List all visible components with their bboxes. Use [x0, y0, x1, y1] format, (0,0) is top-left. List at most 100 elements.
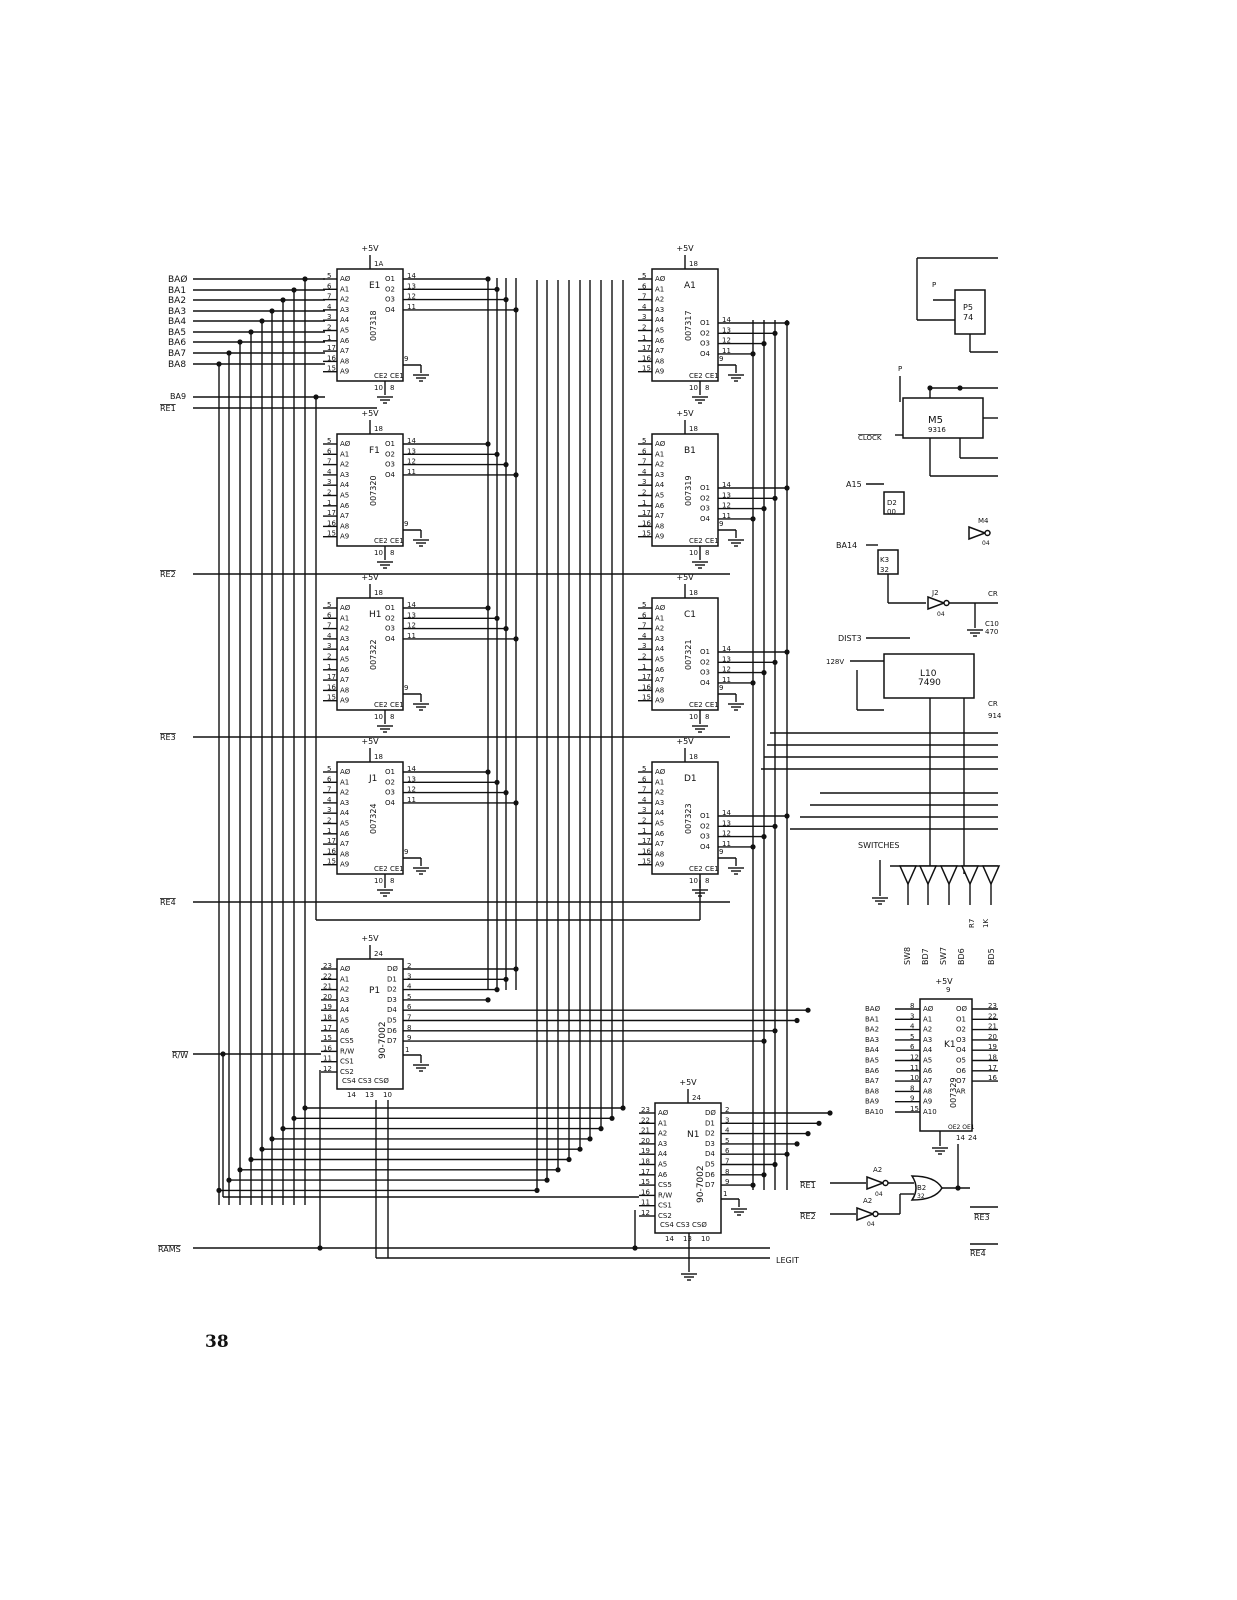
rom-pin-number: 6	[327, 447, 332, 455]
ram-pin-name: D4	[387, 1006, 397, 1014]
data-bus-junction	[494, 451, 500, 457]
k1-pin-name: O5	[956, 1057, 966, 1065]
signal-cr: CR	[988, 590, 998, 598]
rom-pin-name: A4	[340, 809, 350, 817]
k1-pin-number: 18	[988, 1054, 997, 1062]
rom-pin-number: 4	[642, 303, 647, 311]
inverter-m4-bubble	[984, 529, 991, 537]
rom-pin-name: A7	[655, 840, 664, 848]
rom-pin-number: 13	[407, 282, 416, 290]
data-bus-junction	[750, 1182, 756, 1188]
ram-pin-number: 16	[323, 1044, 332, 1052]
gate-ref-a2: A2	[873, 1166, 882, 1174]
rom-chip-enable: CE2 CE1	[689, 372, 719, 380]
rom-pin-number: 2	[642, 817, 646, 825]
rom-chip-c1	[651, 597, 719, 711]
rom-pin-number: 7	[327, 786, 331, 794]
rom-pin-name: O1	[700, 812, 710, 820]
rom-ce-pin: 10	[689, 549, 698, 557]
ram-pin-name: D5	[387, 1017, 397, 1025]
rom-pin-number: 5	[642, 272, 646, 280]
rom-pin-number: 7	[327, 293, 331, 301]
rom-pin-number: 11	[407, 468, 416, 476]
rom-pin-number: 4	[642, 632, 647, 640]
ram-pin-name: D6	[705, 1171, 715, 1179]
rom-pin-name: O4	[385, 306, 396, 314]
k1-input-label: BA8	[865, 1087, 879, 1095]
rom-pin-name: O2	[700, 494, 710, 502]
k1-pin-name: A6	[923, 1067, 933, 1075]
rom-pin-name: A5	[340, 820, 349, 828]
rom-vcc-pin: 18	[374, 425, 383, 433]
ram-chip-select: CS4 CS3 CSØ	[342, 1077, 389, 1085]
rom-pin-name: A8	[655, 357, 664, 365]
rom-pin-name: A1	[340, 285, 349, 293]
inverter-m4	[968, 525, 988, 541]
chip-part-m5: 9316	[928, 426, 946, 434]
rom-chip-part: 007323	[684, 803, 693, 834]
rom-gnd-pin: 9	[719, 355, 723, 363]
k1-pin-number: 23	[988, 1002, 997, 1010]
rom-chip-part: 007318	[369, 310, 378, 341]
cap-ref-c10: C10	[985, 620, 999, 628]
rom-pin-name: A4	[655, 481, 665, 489]
rom-pin-number: 15	[327, 530, 336, 538]
rom-chip-d1	[651, 761, 719, 875]
k1-oe-pin: 24	[968, 1134, 977, 1142]
ram-pin-name: D1	[705, 1119, 715, 1127]
rom-pin-number: 6	[642, 282, 647, 290]
rom-pin-name: A3	[655, 471, 664, 479]
data-bus-junction	[503, 976, 509, 982]
k1-vcc-label: +5V	[935, 977, 953, 986]
rom-chip-enable: CE2 CE1	[689, 865, 719, 873]
rom-gnd-pin: 9	[719, 848, 723, 856]
prom-chip-k1	[919, 998, 973, 1132]
address-label-ba1: BA1	[168, 286, 186, 296]
rom-pin-number: 5	[642, 601, 646, 609]
k1-pin-number: 10	[910, 1074, 919, 1082]
signal-rw: R/W	[172, 1051, 188, 1060]
rom-pin-number: 15	[642, 365, 651, 373]
rom-pin-name: O2	[385, 614, 395, 622]
rom-ce-pin: 10	[374, 384, 383, 392]
k1-input-label: BA3	[865, 1036, 879, 1044]
ram-chip-n1	[654, 1102, 722, 1234]
rams-junction	[632, 1245, 638, 1251]
rom-chip-ref: D1	[684, 774, 697, 784]
rom-vcc-label: +5V	[361, 737, 379, 746]
address-label-ba5: BA5	[168, 328, 186, 338]
rom-pin-name: A8	[340, 357, 349, 365]
rom-pin-number: 11	[722, 347, 731, 355]
data-bus-junction	[761, 834, 767, 840]
k1-pin-number: 11	[910, 1064, 919, 1072]
ram-pin-number: 18	[641, 1158, 650, 1166]
rom-pin-number: 13	[407, 775, 416, 783]
rom-pin-name: O1	[700, 484, 710, 492]
address-bus-junction	[259, 318, 265, 324]
ram-pin-number: 4	[407, 983, 412, 991]
ram-pin-number: 23	[641, 1106, 650, 1114]
rom-pin-name: A4	[340, 645, 350, 653]
rom-chip-e1	[336, 268, 404, 382]
k1-input-label: BA2	[865, 1026, 879, 1034]
ram-chip-ref: N1	[687, 1130, 699, 1140]
k1-pin-number: 21	[988, 1023, 997, 1031]
address-bus-junction	[544, 1177, 550, 1183]
ram-pin-number: 12	[323, 1065, 332, 1073]
rom-pin-name: A5	[655, 327, 664, 335]
rom-pin-name: A9	[655, 533, 664, 541]
rom-pin-name: A1	[655, 614, 664, 622]
buffer-gate	[939, 865, 959, 886]
buffer-label-bd5: BD5	[987, 948, 996, 965]
rom-vcc-pin: 18	[374, 753, 383, 761]
gate-part-a2: 04	[875, 1191, 883, 1198]
data-bus-junction	[761, 506, 767, 512]
ram-pin-number: 23	[323, 962, 332, 970]
rom-pin-name: A2	[655, 789, 664, 797]
rom-pin-number: 14	[407, 272, 416, 280]
rom-pin-number: 5	[642, 437, 646, 445]
chip-ref-k1: K1	[944, 1040, 956, 1050]
rom-pin-number: 13	[722, 655, 731, 663]
diode-value: 914	[988, 712, 1002, 720]
